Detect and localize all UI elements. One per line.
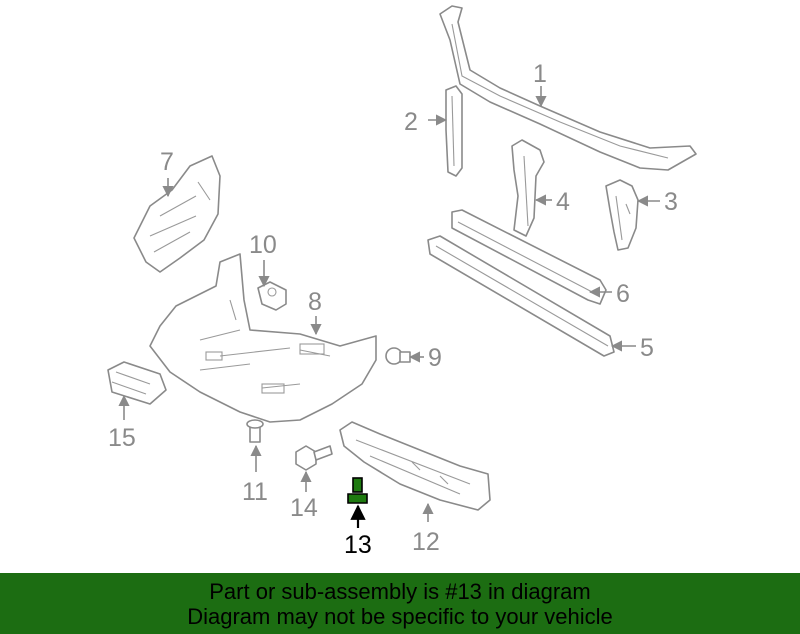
part-12-deflector[interactable] xyxy=(339,421,491,511)
callout-9: 9 xyxy=(428,344,442,372)
part-11-bolt[interactable] xyxy=(246,419,264,443)
banner-line-1: Part or sub-assembly is #13 in diagram xyxy=(209,579,591,604)
callout-4: 4 xyxy=(556,188,570,216)
part-9-bolt[interactable] xyxy=(385,347,411,365)
part-10-clip[interactable] xyxy=(257,281,287,311)
part-14-bolt[interactable] xyxy=(295,445,333,471)
part-15-module[interactable] xyxy=(107,361,167,405)
callout-14: 14 xyxy=(290,494,318,522)
part-4-center-support[interactable] xyxy=(511,139,545,237)
part-1-upper-tie-bar[interactable] xyxy=(439,5,697,171)
part-3-side-support[interactable] xyxy=(605,179,639,251)
parts-diagram: 1 2 3 4 5 6 7 8 9 10 11 12 13 14 15 xyxy=(107,5,697,559)
callout-15: 15 xyxy=(108,424,136,452)
part-info-banner: Part or sub-assembly is #13 in diagram D… xyxy=(0,573,800,634)
callout-5: 5 xyxy=(640,334,654,362)
callout-1: 1 xyxy=(533,60,547,88)
callout-3: 3 xyxy=(664,188,678,216)
callout-7: 7 xyxy=(160,148,174,176)
part-2-bracket[interactable] xyxy=(445,85,463,177)
callout-11: 11 xyxy=(242,478,268,506)
callout-10: 10 xyxy=(249,231,277,259)
banner-line-2: Diagram may not be specific to your vehi… xyxy=(187,604,613,629)
callout-13: 13 xyxy=(344,531,372,559)
callout-12: 12 xyxy=(412,528,440,556)
callout-6: 6 xyxy=(616,280,630,308)
part-5-lower-support[interactable] xyxy=(427,235,615,357)
part-6-lower-tie-bar[interactable] xyxy=(451,209,607,305)
part-7-splash-shield[interactable] xyxy=(133,155,221,273)
part-8-under-cover[interactable] xyxy=(149,253,377,423)
part-13-bolt-highlighted[interactable] xyxy=(347,477,368,504)
callout-2: 2 xyxy=(404,108,418,136)
callout-8: 8 xyxy=(308,288,322,316)
